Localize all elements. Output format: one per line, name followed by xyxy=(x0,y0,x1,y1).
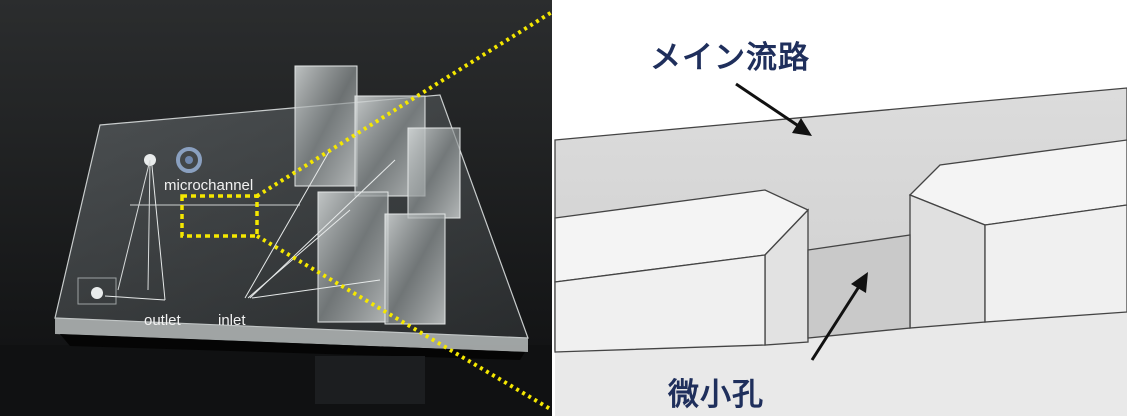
chip-photo: microchannel outlet inlet xyxy=(0,0,552,416)
channel-line xyxy=(117,159,151,291)
channel-bottom-band xyxy=(555,312,1127,416)
inlet-pointer xyxy=(251,279,381,299)
inlet-label: inlet xyxy=(218,312,246,329)
inlet-pointer xyxy=(244,149,331,299)
micro-hole-arrowhead xyxy=(851,272,868,293)
reservoir-ring xyxy=(176,147,202,173)
micro-hole-label: 微小孔 xyxy=(667,377,764,413)
microchannel-label: microchannel xyxy=(164,177,253,194)
connector-cube xyxy=(317,191,389,323)
channel-illustration: メイン流路 微小孔 xyxy=(552,0,1127,416)
zoom-guide-upper xyxy=(255,10,554,198)
plate-edge xyxy=(55,318,528,352)
chip-stand xyxy=(315,356,425,404)
zoom-region-box xyxy=(180,194,259,238)
connector-cube xyxy=(407,127,461,219)
outlet-label: outlet xyxy=(144,312,182,329)
outlet-pointer xyxy=(151,165,166,301)
connector-cube xyxy=(384,213,446,325)
connector-cube xyxy=(294,65,358,187)
outlet-port-bottom xyxy=(91,287,103,299)
outlet-pad xyxy=(77,277,117,305)
micro-hole-arrow xyxy=(810,284,862,361)
outlet-pointer xyxy=(104,295,166,301)
main-channel-arrowhead xyxy=(792,118,812,136)
reservoir-center xyxy=(185,156,193,164)
left-block-front xyxy=(554,254,766,353)
right-block-front xyxy=(984,204,1127,323)
inlet-pointer xyxy=(249,159,396,299)
zoom-guide-lower xyxy=(255,234,554,412)
plate-shadow xyxy=(60,334,525,360)
main-channel-label: メイン流路 xyxy=(650,40,810,76)
channel-line xyxy=(147,159,151,291)
main-channel-arrow xyxy=(735,82,801,129)
